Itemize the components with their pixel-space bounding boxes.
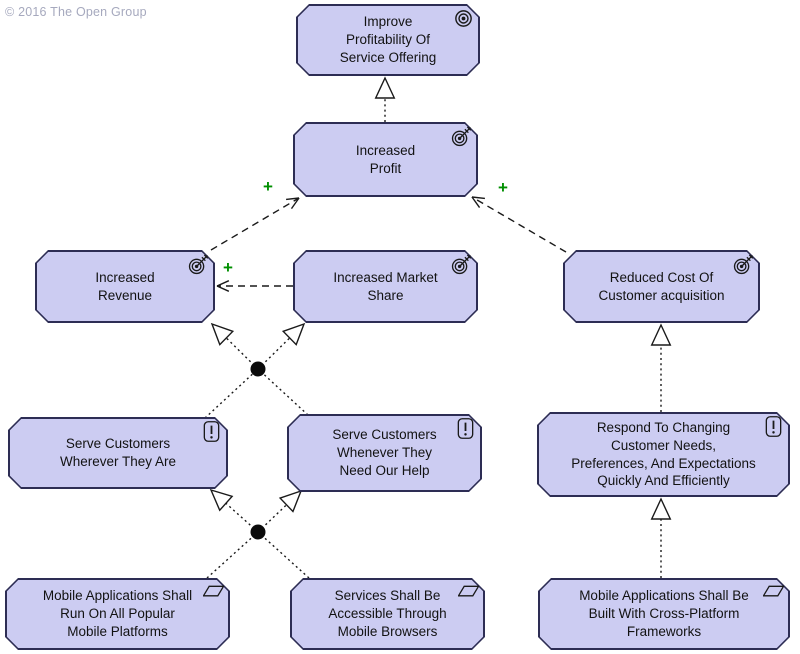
node-shape [292,580,484,649]
node-label: Mobile Applications Shall Be Built With … [579,588,749,639]
node-shape [539,414,789,496]
requirement-icon [458,582,479,603]
node-shape [7,580,229,649]
node-shape [565,252,759,322]
node-shape [37,252,214,322]
edge-link-platforms-to-junction2[interactable] [206,531,259,579]
copyright-text: © 2016 The Open Group [5,5,147,19]
requirement-icon [763,582,784,603]
node-increased-revenue[interactable]: Increased Revenue [35,250,215,323]
edge-link-whenever-to-junction1[interactable] [257,368,309,416]
outcome-icon [451,254,472,275]
edge-influence-market-to-revenue[interactable] [216,280,293,292]
node-req-frameworks[interactable]: Mobile Applications Shall Be Built With … [538,578,790,650]
node-label: Respond To Changing Customer Needs, Pref… [571,419,756,489]
node-shape [540,580,789,649]
edge-influence-revenue-to-profit[interactable] [210,197,300,251]
edge-link-wherever-to-junction1[interactable] [204,368,259,419]
and-junction-lower[interactable] [250,524,266,540]
edge-influence-cost-to-profit[interactable] [471,196,567,253]
and-junction-upper[interactable] [250,361,266,377]
node-req-platforms[interactable]: Mobile Applications Shall Run On All Pop… [5,578,230,650]
node-label: Increased Revenue [95,269,155,303]
node-req-browsers[interactable]: Services Shall Be Accessible Through Mob… [290,578,485,650]
node-respond-changing[interactable]: Respond To Changing Customer Needs, Pref… [537,412,790,497]
outcome-icon [188,254,209,275]
edge-link-browsers-to-junction2[interactable] [257,531,310,579]
edge-realization-junction1-to-market[interactable] [257,322,306,370]
node-reduced-cost[interactable]: Reduced Cost Of Customer acquisition [563,250,760,323]
node-label: Serve Customers Wherever They Are [59,436,177,469]
principle-icon [763,416,784,437]
influence-plus-label: + [263,177,273,196]
node-serve-wherever[interactable]: Serve Customers Wherever They Are [8,417,228,489]
node-label: Improve Profitability Of Service Offerin… [339,14,437,65]
node-serve-whenever[interactable]: Serve Customers Whenever They Need Our H… [287,414,482,492]
principle-icon [455,418,476,439]
edge-realization-junction1-to-revenue[interactable] [210,322,259,370]
node-shape [295,124,477,196]
node-label: Increased Profit [355,142,416,176]
influence-plus-label: + [498,178,508,197]
node-increased-market-share[interactable]: Increased Market Share [293,250,478,323]
node-shape [295,252,477,322]
node-label: Serve Customers Whenever They Need Our H… [332,427,437,478]
edge-realization-profit-to-improve[interactable] [374,76,396,122]
node-shape [10,419,227,488]
outcome-icon [451,126,472,147]
node-increased-profit[interactable]: Increased Profit [293,122,478,197]
requirement-icon [203,582,224,603]
node-label: Reduced Cost Of Customer acquisition [598,269,725,303]
node-label: Services Shall Be Accessible Through Mob… [328,588,447,639]
edge-realization-respond-to-cost[interactable] [650,323,672,412]
outcome-icon [733,254,754,275]
node-shape [298,6,479,75]
goal-icon [453,8,474,29]
principle-icon [201,421,222,442]
node-improve-profitability[interactable]: Improve Profitability Of Service Offerin… [296,4,480,76]
influence-plus-label: + [223,258,233,277]
node-label: Mobile Applications Shall Run On All Pop… [42,588,193,639]
node-label: Increased Market Share [333,269,438,303]
edge-realization-frameworks-to-respond[interactable] [650,497,672,578]
node-shape [289,416,481,491]
